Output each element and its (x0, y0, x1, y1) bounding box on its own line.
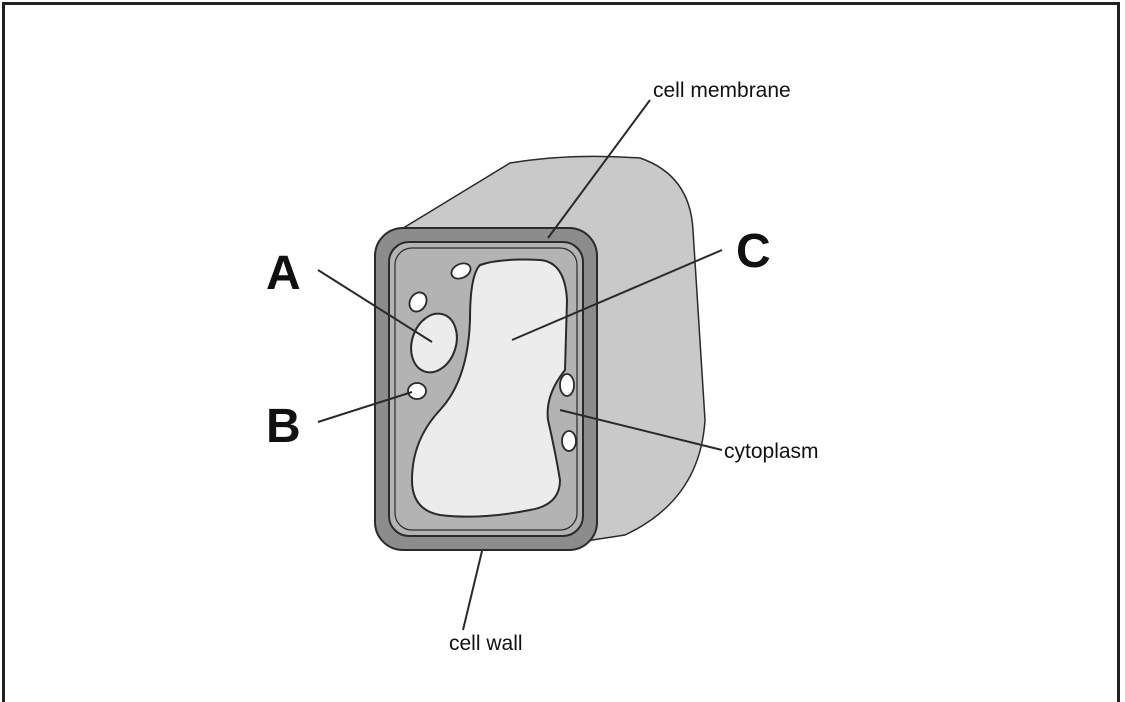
organelle (562, 431, 576, 451)
label-b: B (266, 400, 301, 453)
label-a: A (266, 247, 301, 300)
organelle (560, 374, 574, 396)
label-cytoplasm: cytoplasm (724, 440, 819, 463)
organelle-b (408, 383, 426, 399)
label-c: C (736, 225, 771, 278)
label-cell-wall: cell wall (449, 632, 523, 655)
leader-cell-wall (463, 551, 482, 630)
label-cell-membrane: cell membrane (653, 79, 791, 102)
